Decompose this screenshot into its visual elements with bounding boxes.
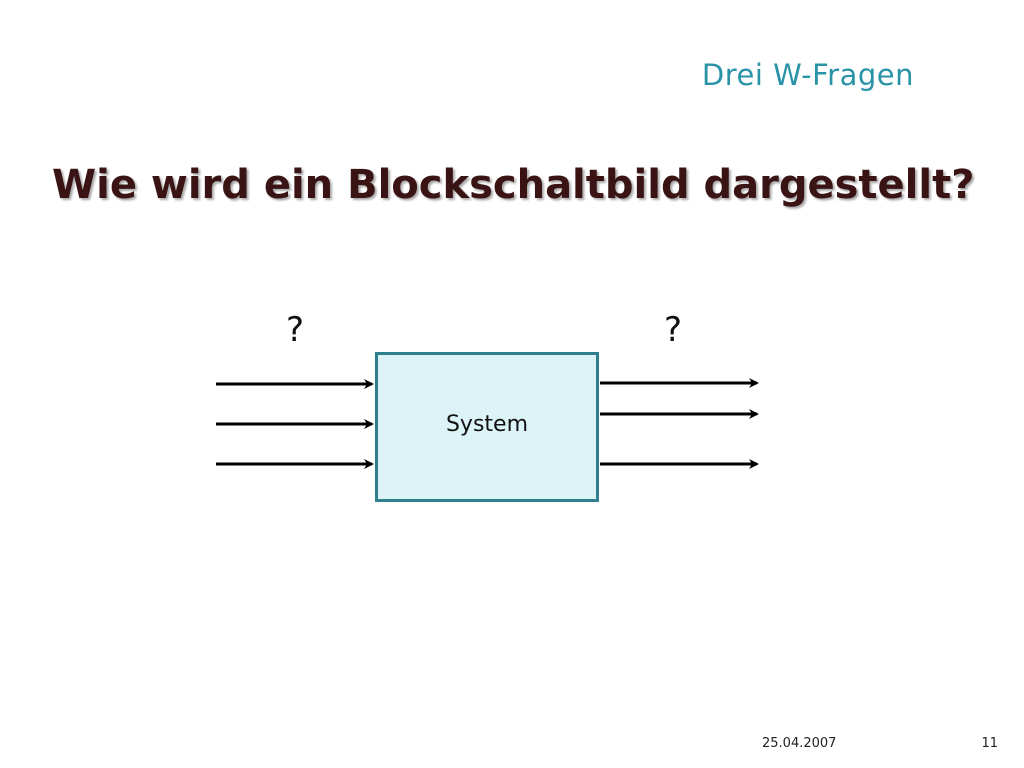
input-question-mark: ? xyxy=(286,310,305,350)
slide-title: Wie wird ein Blockschaltbild dargestellt… xyxy=(52,162,975,208)
input-arrows xyxy=(216,379,374,469)
output-question-mark: ? xyxy=(664,310,683,350)
section-title: Drei W-Fragen xyxy=(701,58,914,92)
footer-date: 25.04.2007 xyxy=(762,736,837,751)
system-block-label: System xyxy=(445,412,529,437)
system-block xyxy=(375,352,599,502)
output-arrows xyxy=(600,378,759,469)
page-number: 11 xyxy=(981,736,998,751)
